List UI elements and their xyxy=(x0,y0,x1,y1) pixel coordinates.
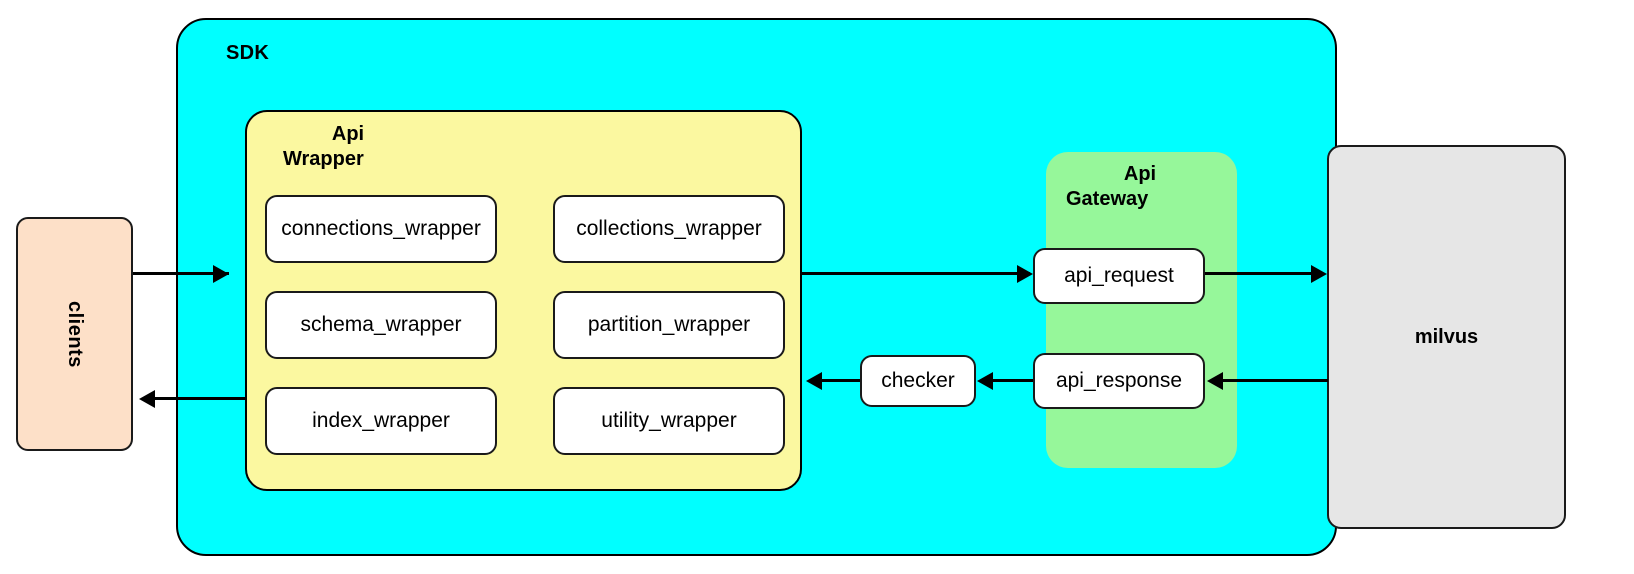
connector-api-wrapper-to-clients xyxy=(150,397,245,400)
module-label: index_wrapper xyxy=(312,409,450,432)
module-collections-wrapper[interactable]: collections_wrapper xyxy=(553,195,785,263)
connector-api-request-to-milvus xyxy=(1205,272,1319,275)
arrowhead-milvus-to-api-response xyxy=(1207,372,1223,390)
module-label: partition_wrapper xyxy=(587,313,751,336)
node-label: api_request xyxy=(1064,264,1174,287)
module-label: utility_wrapper xyxy=(601,409,737,432)
arrowhead-api-request-to-milvus xyxy=(1311,265,1327,283)
sdk-label: SDK xyxy=(226,42,270,64)
clients-box[interactable]: clients xyxy=(16,217,133,451)
connector-api-response-to-checker xyxy=(989,379,1033,382)
node-checker[interactable]: checker xyxy=(860,355,976,407)
arrowhead-clients-to-api-wrapper xyxy=(213,265,229,283)
module-utility-wrapper[interactable]: utility_wrapper xyxy=(553,387,785,455)
milvus-label: milvus xyxy=(1414,325,1479,348)
arrowhead-api-response-to-checker xyxy=(977,372,993,390)
clients-label: clients xyxy=(64,300,86,368)
api-gateway-label-line2: Gateway xyxy=(1066,188,1149,210)
api-wrapper-label-line1: Api xyxy=(331,123,365,145)
module-schema-wrapper[interactable]: schema_wrapper xyxy=(265,291,497,359)
api-gateway-label-line1: Api xyxy=(1123,163,1157,185)
api-wrapper-label-line2: Wrapper xyxy=(283,148,364,170)
module-connections-wrapper[interactable]: connections_wrapper xyxy=(265,195,497,263)
connector-checker-to-api-wrapper xyxy=(818,379,860,382)
arrowhead-api-wrapper-to-clients xyxy=(139,390,155,408)
node-api-response[interactable]: api_response xyxy=(1033,353,1205,409)
api-gateway-container[interactable]: Api Gateway xyxy=(1046,152,1237,468)
module-label: collections_wrapper xyxy=(576,217,762,240)
module-index-wrapper[interactable]: index_wrapper xyxy=(265,387,497,455)
module-partition-wrapper[interactable]: partition_wrapper xyxy=(553,291,785,359)
module-label: connections_wrapper xyxy=(281,217,481,240)
node-label: checker xyxy=(881,369,955,392)
connector-clients-to-api-wrapper xyxy=(133,272,229,275)
module-label: schema_wrapper xyxy=(300,313,462,336)
arrowhead-checker-to-api-wrapper xyxy=(806,372,822,390)
api-wrapper-label: Api Wrapper xyxy=(283,122,413,172)
connector-milvus-to-api-response xyxy=(1218,379,1328,382)
node-api-request[interactable]: api_request xyxy=(1033,248,1205,304)
arrowhead-api-wrapper-to-api-gateway xyxy=(1017,265,1033,283)
milvus-box[interactable]: milvus xyxy=(1327,145,1566,529)
connector-api-wrapper-to-api-gateway xyxy=(800,272,1030,275)
node-label: api_response xyxy=(1055,369,1183,392)
api-gateway-label: Api Gateway xyxy=(1060,162,1220,212)
